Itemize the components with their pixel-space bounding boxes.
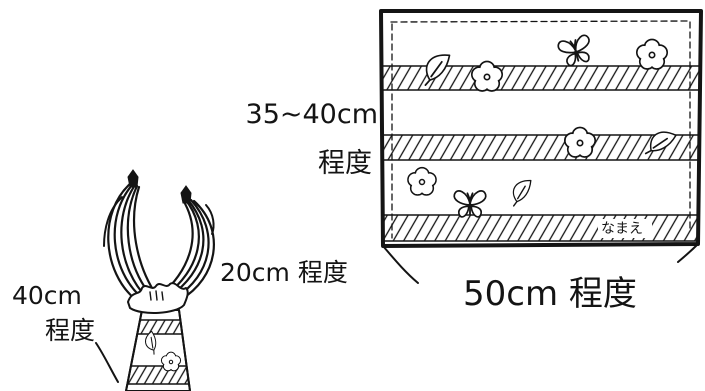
- flower-icon: [407, 166, 437, 196]
- fabric-height-suffix: 程度: [318, 148, 372, 179]
- drawstring-bag: [95, 169, 215, 391]
- name-tag-label: なまえ: [601, 221, 643, 237]
- fabric-width-label: 50cm 程度: [463, 274, 637, 314]
- bag-height-pointer: [95, 342, 119, 383]
- fabric-fold-line: [677, 243, 699, 263]
- name-tag: なまえ: [598, 219, 652, 238]
- fabric-stripe: [381, 134, 700, 161]
- fabric-panel: なまえ: [379, 9, 703, 284]
- bag-gathered-top: [127, 282, 189, 314]
- length-arc: [103, 196, 123, 247]
- fabric-fold-line: [382, 245, 419, 284]
- bag-body: [125, 309, 191, 391]
- string-tassel: [127, 169, 139, 188]
- length-arc: [205, 204, 215, 235]
- flower-icon: [635, 38, 669, 70]
- bag-stripe: [126, 320, 190, 334]
- bag-height-label: 40cm: [12, 281, 82, 310]
- drawstring-right: [158, 185, 215, 302]
- flower-icon: [563, 126, 597, 158]
- leaf-icon: [508, 176, 533, 210]
- butterfly-icon: [453, 189, 487, 218]
- butterfly-icon: [556, 33, 596, 69]
- drawstring-left: [107, 169, 159, 302]
- bag-height-suffix: 程度: [45, 316, 95, 345]
- seam-allowance-line: [390, 20, 691, 23]
- string-tassel: [180, 185, 192, 204]
- fabric-height-label: 35~40cm: [246, 99, 378, 130]
- string-length-label: 20cm 程度: [220, 258, 348, 287]
